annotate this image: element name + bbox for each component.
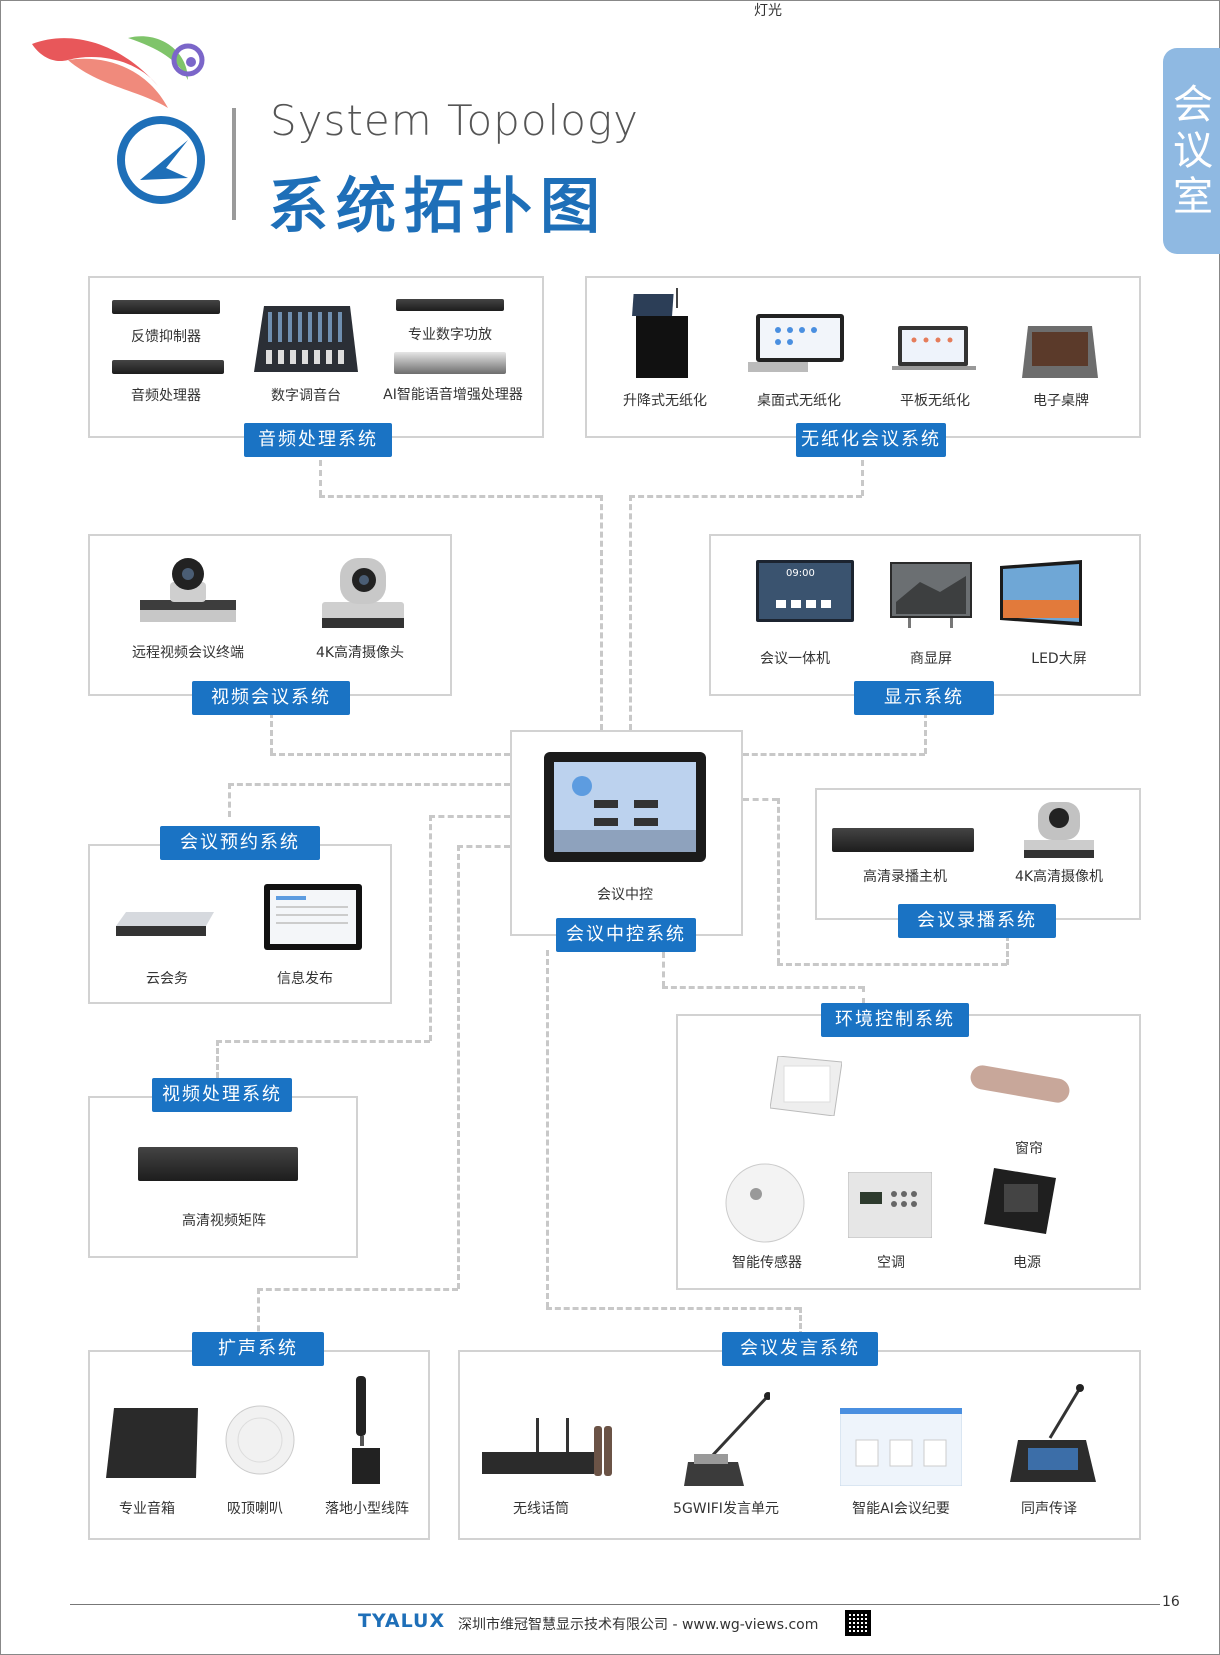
- lighting-controller-image: [770, 1056, 842, 1116]
- power-amplifier-image: [396, 299, 504, 311]
- item-label: 高清录播主机: [863, 869, 947, 885]
- item-label: AI智能语音增强处理器: [383, 387, 523, 403]
- item-label: 会议中控: [597, 887, 653, 903]
- page-title-en: System Topology: [270, 96, 639, 145]
- item-label: LED大屏: [1031, 651, 1087, 667]
- item-label: 云会务: [146, 971, 188, 987]
- item-label: 数字调音台: [271, 388, 341, 404]
- item-label: 吸顶喇叭: [227, 1501, 283, 1517]
- company-info: 深圳市维冠智慧显示技术有限公司 - www.wg-views.com: [458, 1617, 819, 1633]
- item-label: 电源: [1013, 1255, 1041, 1271]
- system-label-paperless: 无纸化会议系统: [796, 423, 946, 457]
- title-divider: [232, 108, 236, 220]
- system-label-booking: 会议预约系统: [160, 826, 320, 860]
- item-label: 会议一体机: [760, 651, 830, 667]
- lift-paperless-image: [632, 288, 688, 378]
- pro-speaker-image: [106, 1408, 198, 1478]
- e-nameplate-image: [1022, 326, 1098, 378]
- 4k-hd-camera-image: [1024, 802, 1094, 858]
- info-display-image: [264, 884, 362, 950]
- cloud-server-image: [116, 912, 214, 936]
- page-title-cn: 系统拓扑图: [268, 172, 608, 242]
- video-conference-terminal-image: [140, 558, 236, 622]
- item-label: 电子桌牌: [1033, 393, 1089, 409]
- 4k-camera-image: [322, 558, 404, 628]
- led-wall-image: [1000, 560, 1082, 626]
- system-label-recording: 会议录播系统: [898, 904, 1056, 938]
- interpretation-unit-image: [1010, 1384, 1096, 1482]
- desktop-paperless-image: [748, 314, 844, 372]
- item-label: 落地小型线阵: [325, 1501, 409, 1517]
- item-label: 同声传译: [1021, 1501, 1077, 1517]
- recording-host-image: [832, 828, 974, 852]
- item-label: 高清视频矩阵: [182, 1213, 266, 1229]
- curtain-motor-image: [970, 1065, 1070, 1103]
- page-number: 16: [1162, 1594, 1180, 1610]
- item-label: 桌面式无纸化: [757, 393, 841, 409]
- item-label: 信息发布: [277, 971, 333, 987]
- item-label: 专业音箱: [119, 1501, 175, 1517]
- digital-mixer-image: [254, 306, 358, 372]
- system-label-audio: 音频处理系统: [244, 423, 392, 457]
- ac-controller-image: [848, 1172, 932, 1238]
- ai-voice-processor-image: [394, 352, 506, 374]
- item-label: 智能传感器: [732, 1255, 802, 1271]
- panel-environment-control-system: [676, 1014, 1141, 1290]
- hd-video-matrix-image: [138, 1147, 298, 1181]
- item-label: 平板无纸化: [900, 393, 970, 409]
- qr-code-icon: [845, 1610, 871, 1636]
- brand-logo: [32, 36, 205, 204]
- item-label: 4K高清摄像头: [315, 645, 405, 661]
- item-label: 专业数字功放: [408, 327, 492, 343]
- conference-all-in-one-image: [756, 560, 854, 622]
- commercial-display-image: [890, 562, 972, 628]
- side-tab-char: 议: [1173, 128, 1213, 174]
- item-label: 空调: [877, 1255, 905, 1271]
- screen-clock: 09:00: [786, 568, 815, 579]
- system-label-environment: 环境控制系统: [821, 1003, 969, 1037]
- item-label: 4K高清摄像机: [1014, 869, 1104, 885]
- item-label: 远程视频会议终端: [132, 645, 244, 661]
- side-tab-char: 会: [1173, 82, 1213, 128]
- line-array-image: [352, 1376, 380, 1484]
- system-label-video-conference: 视频会议系统: [192, 681, 350, 715]
- system-label-speech: 会议发言系统: [722, 1332, 878, 1366]
- item-label: 窗帘: [1015, 1141, 1043, 1157]
- wifi-speech-unit-image: [684, 1392, 770, 1486]
- section-side-tab: 会 议 室: [1163, 48, 1220, 254]
- item-label: 升降式无纸化: [623, 393, 707, 409]
- item-label: 灯光: [754, 3, 782, 19]
- system-label-pa: 扩声系统: [192, 1332, 324, 1366]
- item-label: 商显屏: [910, 651, 952, 667]
- system-label-display: 显示系统: [854, 681, 994, 715]
- tablet-paperless-image: [892, 326, 976, 370]
- item-label: 智能AI会议纪要: [852, 1501, 950, 1517]
- feedback-suppressor-image: [112, 300, 220, 314]
- system-label-video-processing: 视频处理系统: [152, 1078, 292, 1112]
- brand-wordmark: TYALUX: [358, 1610, 446, 1632]
- system-label-central-control: 会议中控系统: [556, 918, 696, 952]
- side-tab-char: 室: [1173, 174, 1213, 220]
- audio-processor-image: [112, 360, 224, 374]
- central-control-panel-image: [544, 752, 706, 862]
- footer-divider: [70, 1604, 1160, 1605]
- item-label: 音频处理器: [131, 388, 201, 404]
- smart-sensor-image: [725, 1163, 805, 1243]
- power-socket-box-image: [984, 1168, 1056, 1234]
- wireless-microphone-image: [482, 1418, 612, 1476]
- item-label: 反馈抑制器: [131, 329, 201, 345]
- item-label: 5GWIFI发言单元: [673, 1501, 779, 1517]
- item-label: 无线话筒: [513, 1501, 569, 1517]
- ceiling-speaker-image: [225, 1405, 295, 1475]
- ai-minutes-image: [840, 1408, 962, 1486]
